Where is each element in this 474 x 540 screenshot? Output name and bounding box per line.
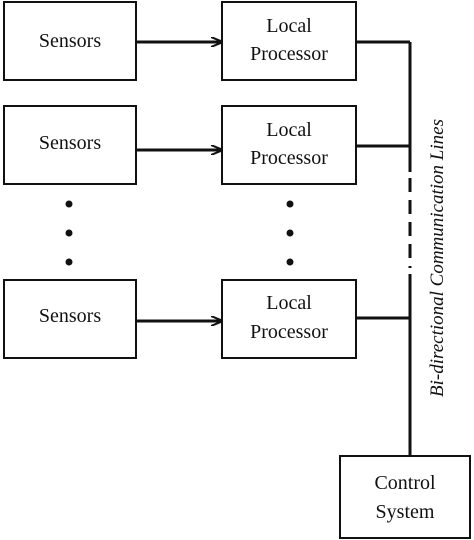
local-processor-box-2 (221, 105, 357, 185)
control-label-line2: System (376, 501, 435, 523)
sensors-label-3: Sensors (39, 305, 101, 327)
ellipsis-dot (286, 200, 294, 208)
sensors-label-2: Sensors (39, 132, 101, 154)
sensors-label-1: Sensors (39, 30, 101, 52)
control-system: Control System (339, 455, 471, 539)
processors-ellipsis (286, 200, 294, 266)
processor-label-line2-1: Processor (250, 43, 328, 65)
processor-label-line1-1: Local (266, 15, 312, 37)
processor-label-line1-3: Local (266, 292, 312, 314)
sensors-box-2 (3, 105, 137, 185)
ellipsis-dot (286, 258, 294, 266)
sensors-box-3 (3, 279, 137, 359)
processor-label-line1-2: Local (266, 119, 312, 141)
row-1: Sensors Local Processor (3, 1, 410, 81)
sensors-box-1 (3, 1, 137, 81)
communication-lines-label: Bi-directional Communication Lines (427, 119, 448, 397)
processor-label-line2-3: Processor (250, 321, 328, 343)
ellipsis-dot (65, 229, 73, 237)
control-label-line1: Control (374, 472, 436, 494)
sensors-ellipsis (65, 200, 73, 266)
local-processor-box-1 (221, 1, 357, 81)
ellipsis-dot (65, 200, 73, 208)
ellipsis-dot (286, 229, 294, 237)
row-2: Sensors Local Processor (3, 105, 410, 185)
row-3: Sensors Local Processor (3, 279, 410, 359)
processor-label-line2-2: Processor (250, 147, 328, 169)
ellipsis-dot (65, 258, 73, 266)
control-system-box (339, 455, 471, 539)
